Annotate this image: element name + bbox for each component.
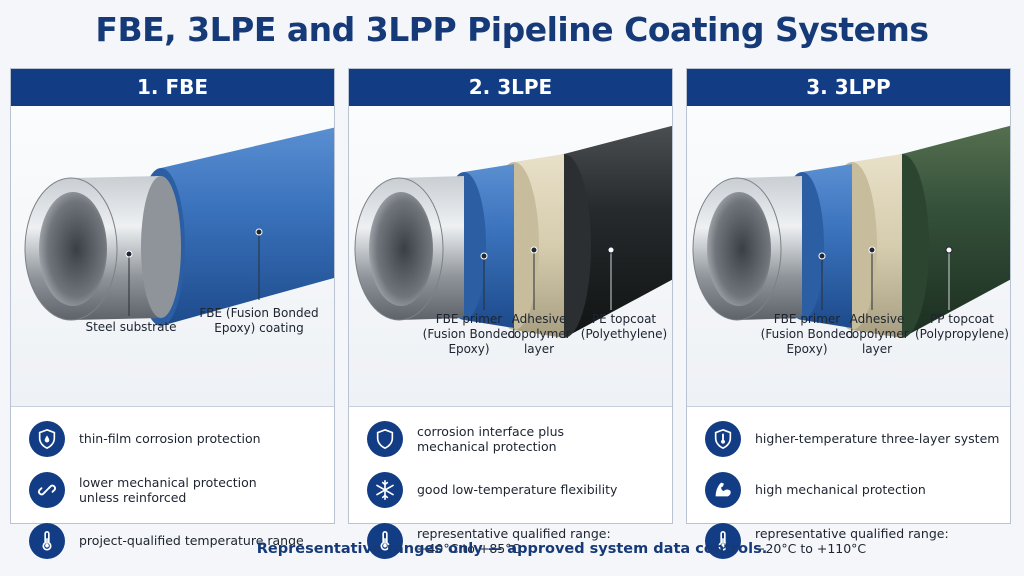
- pipe-3lpe-graphic: [354, 125, 672, 338]
- pipe-illustration-3lpp: FBE primer (Fusion Bonded Epoxy) Adhesiv…: [687, 106, 1010, 406]
- feature-text: high mechanical protection: [755, 482, 926, 497]
- thermometer-icon: [705, 522, 741, 559]
- snowflake-icon: [367, 471, 403, 508]
- pipe-bore: [39, 192, 107, 306]
- leader-dot-adhesive: [868, 246, 876, 254]
- label-fbe-primer: FBE primer (Fusion Bonded Epoxy): [422, 312, 516, 356]
- pe-topcoat-layer: [564, 125, 672, 338]
- feature-item: representative qualified range: −40°C to…: [349, 515, 672, 566]
- panel-3lpe: 2. 3LPE FBE primer (Fusion Bonded Epoxy)…: [348, 68, 673, 559]
- pp-topcoat-layer: [902, 125, 1010, 338]
- feature-text: thin-film corrosion protection: [79, 431, 261, 446]
- panel-divider: [349, 406, 672, 407]
- feature-list-3lpp: higher-temperature three-layer system hi…: [687, 407, 1010, 566]
- label-fbe-primer: FBE primer (Fusion Bonded Epoxy): [760, 312, 854, 356]
- leader-dot-adhesive: [530, 246, 538, 254]
- leader-dot-steel: [125, 250, 133, 258]
- feature-text: lower mechanical protection unless reinf…: [79, 474, 257, 505]
- panel-divider: [687, 406, 1010, 407]
- pipe-illustration-3lpe: FBE primer (Fusion Bonded Epoxy) Adhesiv…: [349, 106, 672, 406]
- label-adhesive-layer: Adhesive copolymer layer: [845, 312, 909, 356]
- pipe-fbe-graphic: [24, 127, 334, 326]
- feature-text: higher-temperature three-layer system: [755, 431, 1000, 446]
- fbe-coating-layer: [161, 127, 334, 326]
- feature-text: representative qualified range: −40°C to…: [417, 525, 611, 556]
- label-pe-topcoat: PE topcoat (Polyethylene): [580, 312, 668, 341]
- feature-item: high mechanical protection: [687, 464, 1010, 515]
- footer-note: Representative ranges only — approved sy…: [256, 541, 768, 557]
- pipe-bore: [707, 192, 771, 306]
- feature-item: representative qualified range: −20°C to…: [687, 515, 1010, 566]
- leader-dot-pe: [607, 246, 615, 254]
- feature-item: higher-temperature three-layer system: [687, 413, 1010, 464]
- thermometer-icon: [29, 522, 65, 559]
- feature-item: lower mechanical protection unless reinf…: [11, 464, 334, 515]
- feature-text: representative qualified range: −20°C to…: [755, 525, 949, 556]
- shield-drop-icon: [29, 420, 65, 457]
- feature-item: good low-temperature flexibility: [349, 464, 672, 515]
- panel-header-fbe: 1. FBE: [11, 69, 334, 106]
- leader-dot-pp: [945, 246, 953, 254]
- label-adhesive-layer: Adhesive copolymer layer: [507, 312, 571, 356]
- feature-item: project-qualified temperature range: [11, 515, 334, 566]
- feature-text: corrosion interface plus mechanical prot…: [417, 423, 565, 454]
- label-steel-substrate: Steel substrate: [85, 320, 177, 334]
- shield-icon: [367, 420, 403, 457]
- feature-item: corrosion interface plus mechanical prot…: [349, 413, 672, 464]
- label-pp-topcoat: PP topcoat (Polypropylene): [914, 312, 1009, 341]
- feature-text: good low-temperature flexibility: [417, 482, 618, 497]
- feature-list-fbe: thin-film corrosion protection lower mec…: [11, 407, 334, 566]
- panel-header-3lpp: 3. 3LPP: [687, 69, 1010, 106]
- feature-text: project-qualified temperature range: [79, 533, 304, 548]
- label-fbe-coating: FBE (Fusion Bonded Epoxy) coating: [199, 306, 319, 335]
- steel-edge: [141, 176, 181, 318]
- panel-header-3lpe: 2. 3LPE: [349, 69, 672, 106]
- flexed-arm-icon: [705, 471, 741, 508]
- feature-list-3lpe: corrosion interface plus mechanical prot…: [349, 407, 672, 566]
- panel-divider: [11, 406, 334, 407]
- leader-dot-fbe-primer: [480, 252, 488, 260]
- leader-dot-fbe-primer: [818, 252, 826, 260]
- thermometer-icon: [367, 522, 403, 559]
- pipe-3lpp-graphic: [692, 125, 1010, 338]
- pipe-illustration-fbe: Steel substrate FBE (Fusion Bonded Epoxy…: [11, 106, 334, 406]
- shield-thermometer-icon: [705, 420, 741, 457]
- leader-dot-fbe: [255, 228, 263, 236]
- broken-link-icon: [29, 471, 65, 508]
- feature-item: thin-film corrosion protection: [11, 413, 334, 464]
- panel-fbe: 1. FBE Steel substrate FBE (Fusion Bonde…: [10, 68, 335, 559]
- pipe-bore: [369, 192, 433, 306]
- page-title: FBE, 3LPE and 3LPP Pipeline Coating Syst…: [95, 10, 929, 49]
- panel-3lpp: 3. 3LPP FBE primer (Fusion Bonded Epoxy)…: [686, 68, 1011, 559]
